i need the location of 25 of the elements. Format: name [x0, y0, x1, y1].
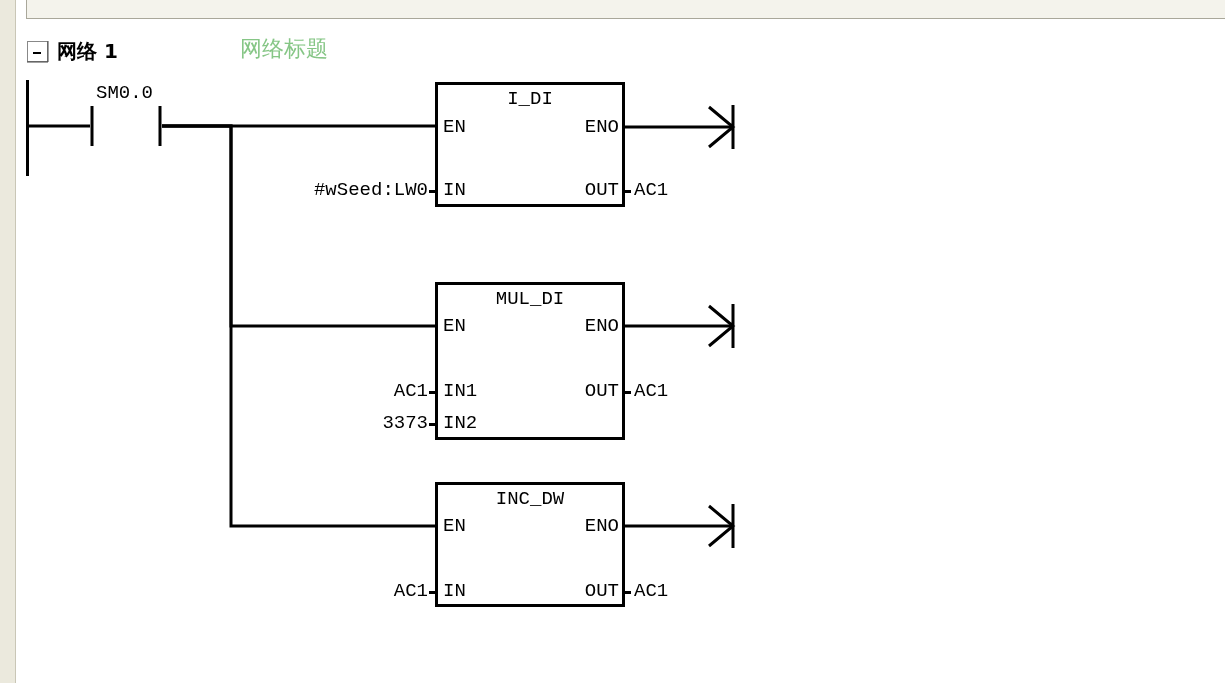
power-rail — [26, 80, 29, 176]
contact-address: SM0.0 — [96, 83, 153, 103]
pin-label: OUT — [584, 180, 619, 200]
pin-label: EN — [443, 516, 466, 536]
instruction-box — [435, 82, 625, 207]
pin-label: ENO — [584, 117, 619, 137]
pin-label: EN — [443, 117, 466, 137]
pin-label: OUT — [584, 381, 619, 401]
pin-label: IN1 — [443, 381, 478, 401]
pin-label: IN — [443, 581, 466, 601]
pin-label: OUT — [584, 581, 619, 601]
pin-label: IN — [443, 180, 466, 200]
pin-label: IN2 — [443, 413, 478, 433]
pin-label: ENO — [584, 516, 619, 536]
rung-wire — [29, 124, 90, 128]
function-name: INC_DW — [494, 489, 566, 509]
pin-label: ENO — [584, 316, 619, 336]
function-name: I_DI — [506, 89, 554, 109]
function-name: MUL_DI — [494, 289, 566, 309]
network-title: 网络 1 — [57, 38, 118, 65]
network-comment: 网络标题 — [240, 35, 328, 63]
instruction-box — [435, 282, 625, 440]
instruction-box — [435, 482, 625, 607]
rung-wire — [162, 124, 435, 528]
pin-label: EN — [443, 316, 466, 336]
